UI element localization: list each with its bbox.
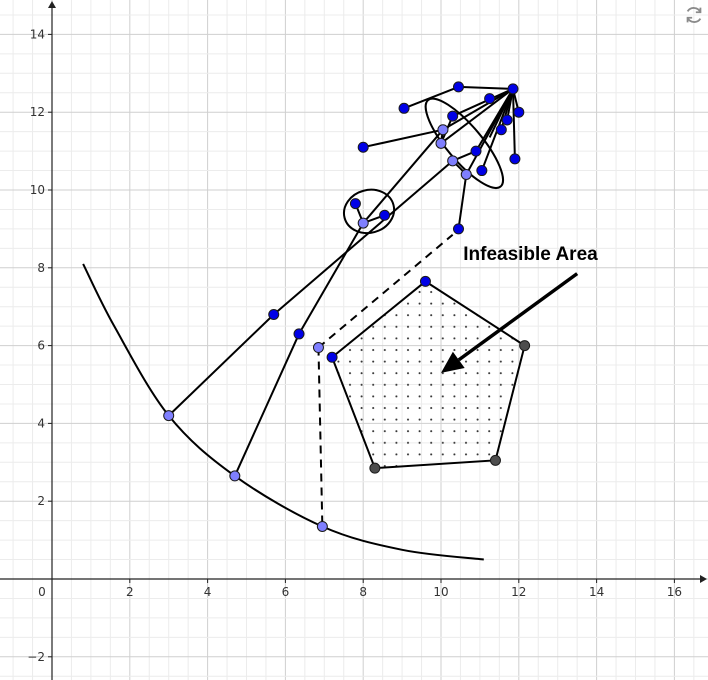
point	[435, 137, 447, 149]
y-tick-label: −2	[27, 650, 45, 664]
point	[312, 342, 324, 354]
point	[316, 520, 328, 532]
point	[509, 153, 521, 165]
point	[419, 275, 431, 287]
point	[501, 114, 513, 126]
ellipse	[342, 188, 396, 235]
dashed-segment	[317, 347, 324, 527]
point	[293, 328, 305, 340]
point	[453, 223, 465, 235]
point	[447, 155, 459, 167]
x-tick-label: 6	[282, 585, 290, 599]
x-tick-label: 14	[589, 585, 604, 599]
segment	[298, 222, 365, 335]
point	[326, 351, 338, 363]
dashed-segment	[317, 233, 454, 349]
segment	[488, 88, 514, 138]
y-tick-label: 10	[30, 183, 45, 197]
y-tick-label: 12	[30, 105, 45, 119]
segment	[440, 88, 514, 145]
geometry-points	[163, 81, 531, 532]
geometry-objects	[82, 85, 579, 561]
point	[495, 124, 507, 136]
point	[437, 124, 449, 136]
segment	[458, 85, 514, 90]
point	[489, 454, 501, 466]
y-tick-label: 6	[37, 339, 45, 353]
segment	[457, 174, 468, 230]
x-tick-label: 12	[511, 585, 526, 599]
y-tick-label: 4	[37, 416, 45, 430]
annotation-label: Infeasible Area	[463, 244, 598, 265]
x-tick-label: 0	[38, 585, 46, 599]
y-tick-label: 2	[37, 494, 45, 508]
segment	[362, 129, 444, 224]
infeasible-pentagon	[330, 280, 526, 470]
point	[379, 209, 391, 221]
x-tick-label: 4	[204, 585, 212, 599]
point	[507, 83, 519, 95]
segment	[452, 87, 514, 118]
point	[484, 93, 496, 105]
segment	[233, 333, 300, 477]
x-axis-arrowhead	[700, 575, 707, 583]
segment	[273, 160, 454, 316]
segment	[442, 87, 514, 131]
point	[268, 308, 280, 320]
tick-labels: 0 2 4 6 8 10 12 14 16 −2 2 4 6 8 10 12 14	[27, 27, 682, 663]
segment	[511, 88, 516, 159]
point	[513, 106, 525, 118]
ellipse	[424, 97, 504, 189]
point	[357, 217, 369, 229]
segment	[362, 128, 444, 149]
point	[357, 141, 369, 153]
refresh-icon[interactable]	[683, 4, 705, 26]
x-tick-label: 2	[126, 585, 134, 599]
y-axis-arrowhead	[48, 1, 56, 8]
y-tick-label: 8	[37, 261, 45, 275]
x-tick-label: 10	[433, 585, 448, 599]
point	[453, 81, 465, 93]
arrow-head	[441, 351, 465, 373]
x-tick-label: 8	[359, 585, 367, 599]
point	[229, 470, 241, 482]
y-tick-label: 14	[30, 27, 45, 41]
arrow-shaft	[457, 272, 579, 362]
point	[470, 145, 482, 157]
point	[163, 410, 175, 422]
point	[398, 102, 410, 114]
segment	[403, 85, 459, 110]
segment	[168, 313, 275, 417]
point	[369, 462, 381, 474]
point	[349, 198, 361, 210]
point	[476, 165, 488, 177]
point	[447, 110, 459, 122]
point	[519, 340, 531, 352]
point	[460, 168, 472, 180]
x-tick-label: 16	[667, 585, 682, 599]
